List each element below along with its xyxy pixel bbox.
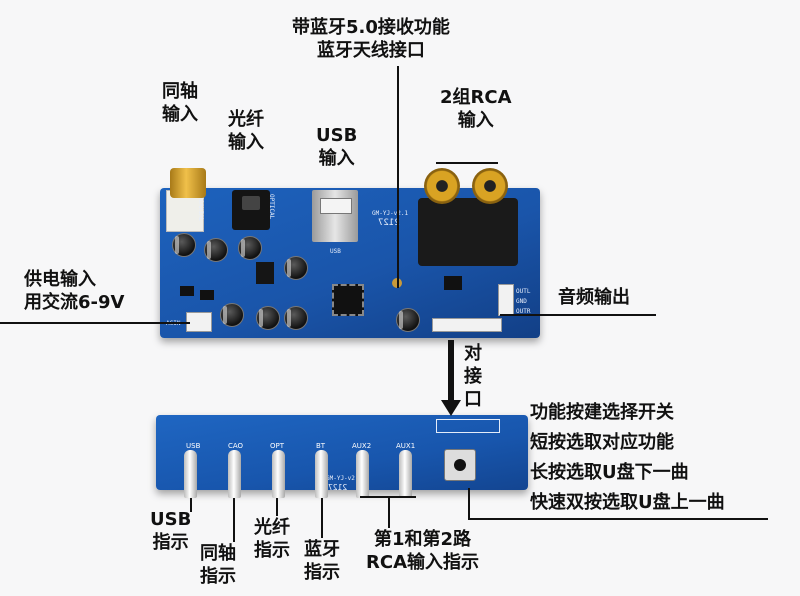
coax-ind-pointer	[233, 498, 235, 542]
rca-indicator-label: 第1和第2路 RCA输入指示	[366, 529, 480, 573]
audio-output-pointer	[500, 314, 656, 316]
legend-aux1: AUX1	[396, 442, 416, 450]
small-chip	[200, 290, 214, 300]
power-input-label: 供电输入 用交流6-9V	[24, 269, 125, 313]
coax-indicator-label: 同轴 指示	[200, 543, 236, 587]
led-coaxial	[228, 450, 241, 498]
outl-silk: OUTL	[516, 288, 531, 295]
rca-jack-2	[472, 168, 508, 204]
ribbon-connector	[432, 318, 502, 332]
main-decoder-board: COAXIAL OPTICAL USB GM-YJ-v2.1 2127 OUTL…	[160, 188, 540, 338]
usb-indicator-label: USB 指示	[150, 509, 192, 553]
led-aux1	[399, 450, 412, 498]
coax-input-label: 同轴 输入	[162, 81, 198, 125]
header-connector	[436, 419, 500, 433]
function-key-pointer-h	[468, 518, 768, 520]
legend-cao: CAO	[228, 442, 244, 450]
rca-input-bracket	[436, 162, 498, 164]
optical-silk: OPTICAL	[268, 194, 275, 220]
coaxial-silk: COAXIAL	[197, 196, 204, 222]
ic-small	[444, 276, 462, 290]
legend-bt: BT	[316, 442, 326, 450]
led-aux2	[356, 450, 369, 498]
decoder-chip	[332, 284, 364, 316]
legend-aux2: AUX2	[352, 442, 372, 450]
optical-indicator-label: 光纤 指示	[254, 517, 290, 561]
connector-arrow-shaft	[448, 340, 454, 402]
usb-port	[312, 190, 358, 242]
audio-output-connector	[498, 284, 514, 316]
usb-input-label: USB 输入	[316, 125, 358, 169]
bt-ind-pointer	[321, 498, 323, 538]
coaxial-rca-jack	[170, 168, 206, 198]
power-pointer	[0, 322, 190, 324]
ctrl-date-silk: 2127	[328, 483, 348, 492]
capacitor	[256, 306, 280, 330]
audio-output-label: 音频输出	[558, 287, 630, 308]
capacitor	[284, 256, 308, 280]
connector-arrow-head	[441, 400, 461, 416]
capacitor	[396, 308, 420, 332]
usb-ind-pointer	[190, 498, 192, 512]
optical-jack	[232, 190, 270, 230]
optical-ind-pointer	[276, 498, 278, 516]
rca-jack-1	[424, 168, 460, 204]
bluetooth-pointer	[397, 66, 399, 288]
led-usb	[184, 450, 197, 498]
main-model-silk: GM-YJ-v2.1	[372, 210, 409, 217]
gnd-silk: GND	[516, 298, 527, 305]
capacitor	[172, 233, 196, 257]
voltage-regulator	[256, 262, 274, 284]
capacitor	[238, 236, 262, 260]
led-bluetooth	[315, 450, 328, 498]
function-key-pointer-v	[468, 488, 470, 520]
capacitor	[204, 238, 228, 262]
bluetooth-label: 带蓝牙5.0接收功能 蓝牙天线接口	[292, 17, 450, 61]
led-optical	[272, 450, 285, 498]
outr-silk: OUTR	[516, 308, 531, 315]
legend-opt: OPT	[270, 442, 285, 450]
rca-input-label: 2组RCA 输入	[440, 87, 512, 131]
function-push-button[interactable]	[444, 449, 476, 481]
usb-silk: USB	[330, 248, 341, 255]
small-chip	[180, 286, 194, 296]
optical-input-label: 光纤 输入	[228, 109, 264, 153]
capacitor	[220, 303, 244, 327]
rca-ind-pointer	[388, 496, 390, 528]
capacitor	[284, 306, 308, 330]
rca-block	[418, 198, 518, 266]
indicator-control-board: USB CAO OPT BT AUX2 AUX1 GM-YJ-v2.1 2127	[156, 415, 528, 492]
function-key-label: 功能按建选择开关 短按选取对应功能 长按选取U盘下一曲 快速双按选取U盘上一曲	[530, 402, 725, 513]
connector-label: 对 接 口	[464, 343, 482, 410]
bluetooth-indicator-label: 蓝牙 指示	[304, 539, 340, 583]
legend-usb: USB	[186, 442, 201, 450]
ctrl-model-silk: GM-YJ-v2.1	[326, 475, 363, 482]
